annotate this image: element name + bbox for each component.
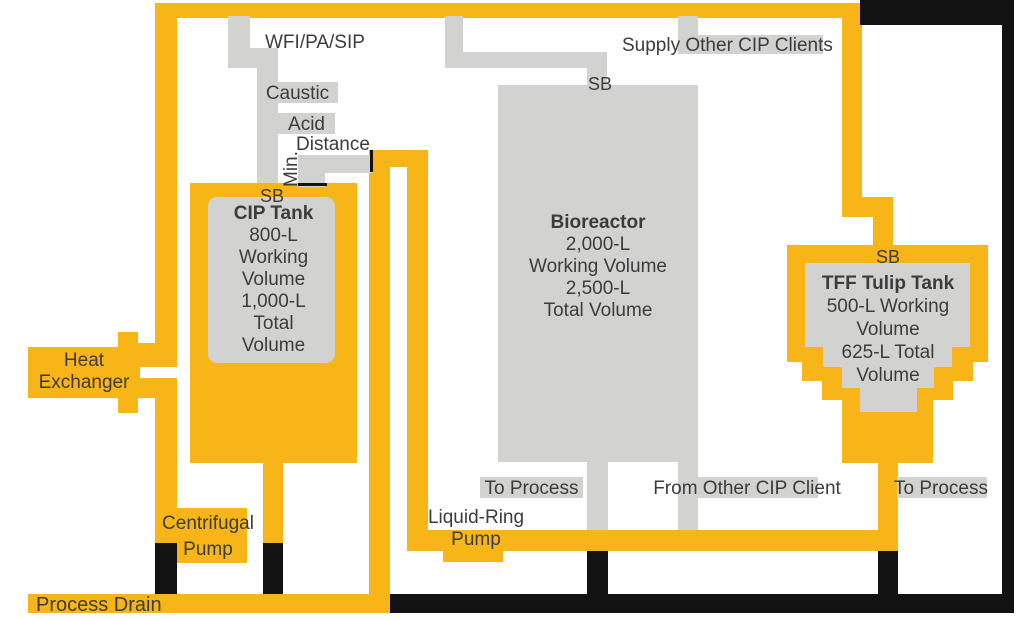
drain-stub-heat-exchanger bbox=[155, 543, 177, 594]
from-other-cip-client-label-bg bbox=[678, 477, 818, 498]
cip-tank-line: Total bbox=[253, 313, 294, 334]
tff-tank-line: Volume bbox=[856, 365, 920, 386]
liquid-ring-pump-text: Liquid-Ring Pump bbox=[401, 507, 551, 551]
tff-tank-line: 500-L Working bbox=[826, 296, 950, 317]
liquid-ring-pump-line: Liquid-Ring bbox=[427, 507, 525, 528]
bioreactor-line: 2,000-L bbox=[565, 234, 631, 255]
heat-exchanger-text: Heat Exchanger bbox=[28, 350, 140, 394]
supply-other-clients-drop bbox=[678, 16, 698, 37]
to-process-left-label-bg bbox=[480, 477, 583, 498]
cip-tank-text: CIP Tank 800-L Working Volume 1,000-L To… bbox=[192, 203, 355, 357]
heat-exchanger-line: Exchanger bbox=[38, 372, 130, 393]
black-frame-top-bar bbox=[860, 0, 1014, 25]
black-frame-right bbox=[1002, 0, 1014, 613]
cip-tank-line: Working bbox=[238, 247, 309, 268]
tff-tank-text: TFF Tulip Tank 500-L Working Volume 625-… bbox=[788, 272, 988, 387]
drain-stub-cip-tank bbox=[263, 543, 283, 594]
centrifugal-pump-line: Centrifugal bbox=[162, 513, 254, 534]
bioreactor-drain-pipe bbox=[587, 462, 608, 530]
pipe-liquid-ring-horizontal bbox=[407, 530, 898, 551]
liquid-ring-pump-body bbox=[443, 530, 503, 562]
bioreactor-supply-jog bbox=[445, 52, 607, 68]
centrifugal-pump-body bbox=[170, 508, 247, 563]
cip-tank-interior bbox=[208, 197, 335, 363]
heat-exchanger-line: Heat bbox=[63, 350, 105, 371]
tff-tank-line: Volume bbox=[856, 319, 920, 340]
tff-tank-sprayball-label: SB bbox=[875, 247, 900, 267]
centrifugal-pump-text: Centrifugal Pump bbox=[133, 511, 283, 563]
bioreactor-sprayball-label: SB bbox=[587, 74, 612, 94]
bioreactor-sb-drop bbox=[587, 52, 607, 85]
distance-label: Distance bbox=[296, 134, 370, 155]
pipe-tff-drop-upper bbox=[842, 16, 862, 217]
cip-tank-outlet-pipe bbox=[263, 463, 283, 543]
centrifugal-pump-line: Pump bbox=[183, 539, 233, 560]
bioreactor-line: Total Volume bbox=[543, 300, 653, 321]
tff-tank-title: TFF Tulip Tank bbox=[821, 273, 955, 294]
pipe-tff-drop-lower bbox=[873, 197, 893, 246]
black-drain-bottom-bar bbox=[390, 594, 1014, 613]
to-process-right-label-bg bbox=[897, 477, 987, 498]
from-other-cip-client-label: From Other CIP Client bbox=[653, 478, 841, 499]
process-drain-label: Process Drain bbox=[36, 594, 162, 616]
acid-feed-stub bbox=[278, 113, 335, 134]
cip-tank-line: 800-L bbox=[249, 225, 298, 246]
bioreactor-line: 2,500-L bbox=[565, 278, 631, 299]
tff-tank-interior-step3 bbox=[842, 367, 934, 388]
caustic-label: Caustic bbox=[265, 83, 330, 104]
pipe-left-supply-upper bbox=[155, 16, 177, 367]
tff-tank-outlet-pipe bbox=[878, 463, 898, 548]
tff-tank-interior-step1 bbox=[805, 263, 970, 347]
to-process-right-label: To Process bbox=[894, 478, 988, 499]
cip-tank-sprayball-label: SB bbox=[259, 186, 284, 206]
bioreactor-line: Working Volume bbox=[529, 256, 667, 277]
pipe-top-header bbox=[155, 3, 862, 18]
liquid-ring-pump-line: Pump bbox=[451, 529, 501, 550]
supply-other-clients-label: Supply Other CIP Clients bbox=[622, 35, 833, 56]
heat-exchanger-crossbar bbox=[118, 332, 138, 413]
min-distance-stub-vertical bbox=[298, 155, 325, 187]
bioreactor-title: Bioreactor bbox=[550, 212, 646, 233]
tff-tank-interior-step2 bbox=[823, 347, 952, 367]
drain-stub-tff-tank bbox=[878, 551, 898, 594]
tff-tank-interior-step4 bbox=[860, 388, 917, 412]
cip-tank-line: Volume bbox=[241, 335, 306, 356]
loop-pipe-right-leg bbox=[407, 160, 428, 548]
wfi-label: WFI/PA/SIP bbox=[265, 32, 365, 53]
min-distance-tick-vertical bbox=[370, 150, 373, 172]
drain-stub-bioreactor bbox=[587, 551, 608, 594]
bioreactor-text: Bioreactor 2,000-L Working Volume 2,500-… bbox=[498, 212, 698, 322]
supply-other-clients-label-bg bbox=[678, 35, 823, 54]
bioreactor-body bbox=[498, 85, 698, 462]
wfi-supply-vertical bbox=[257, 48, 278, 183]
acid-label: Acid bbox=[288, 114, 325, 135]
caustic-feed-stub bbox=[257, 82, 338, 103]
heat-exchanger-inlet-stub bbox=[138, 343, 177, 367]
cip-tank-line: Volume bbox=[241, 269, 306, 290]
min-distance-tick-horizontal bbox=[298, 183, 327, 186]
cip-tank-line: 1,000-L bbox=[241, 291, 306, 312]
min-label: Min. bbox=[281, 151, 302, 187]
cip-tank-title: CIP Tank bbox=[233, 203, 314, 224]
process-drain-pipe bbox=[28, 594, 390, 613]
tff-tank-line: 625-L Total bbox=[841, 342, 935, 363]
to-process-left-label: To Process bbox=[484, 478, 579, 499]
pipe-left-supply-lower bbox=[155, 380, 177, 543]
loop-pipe-left-leg bbox=[369, 160, 390, 595]
